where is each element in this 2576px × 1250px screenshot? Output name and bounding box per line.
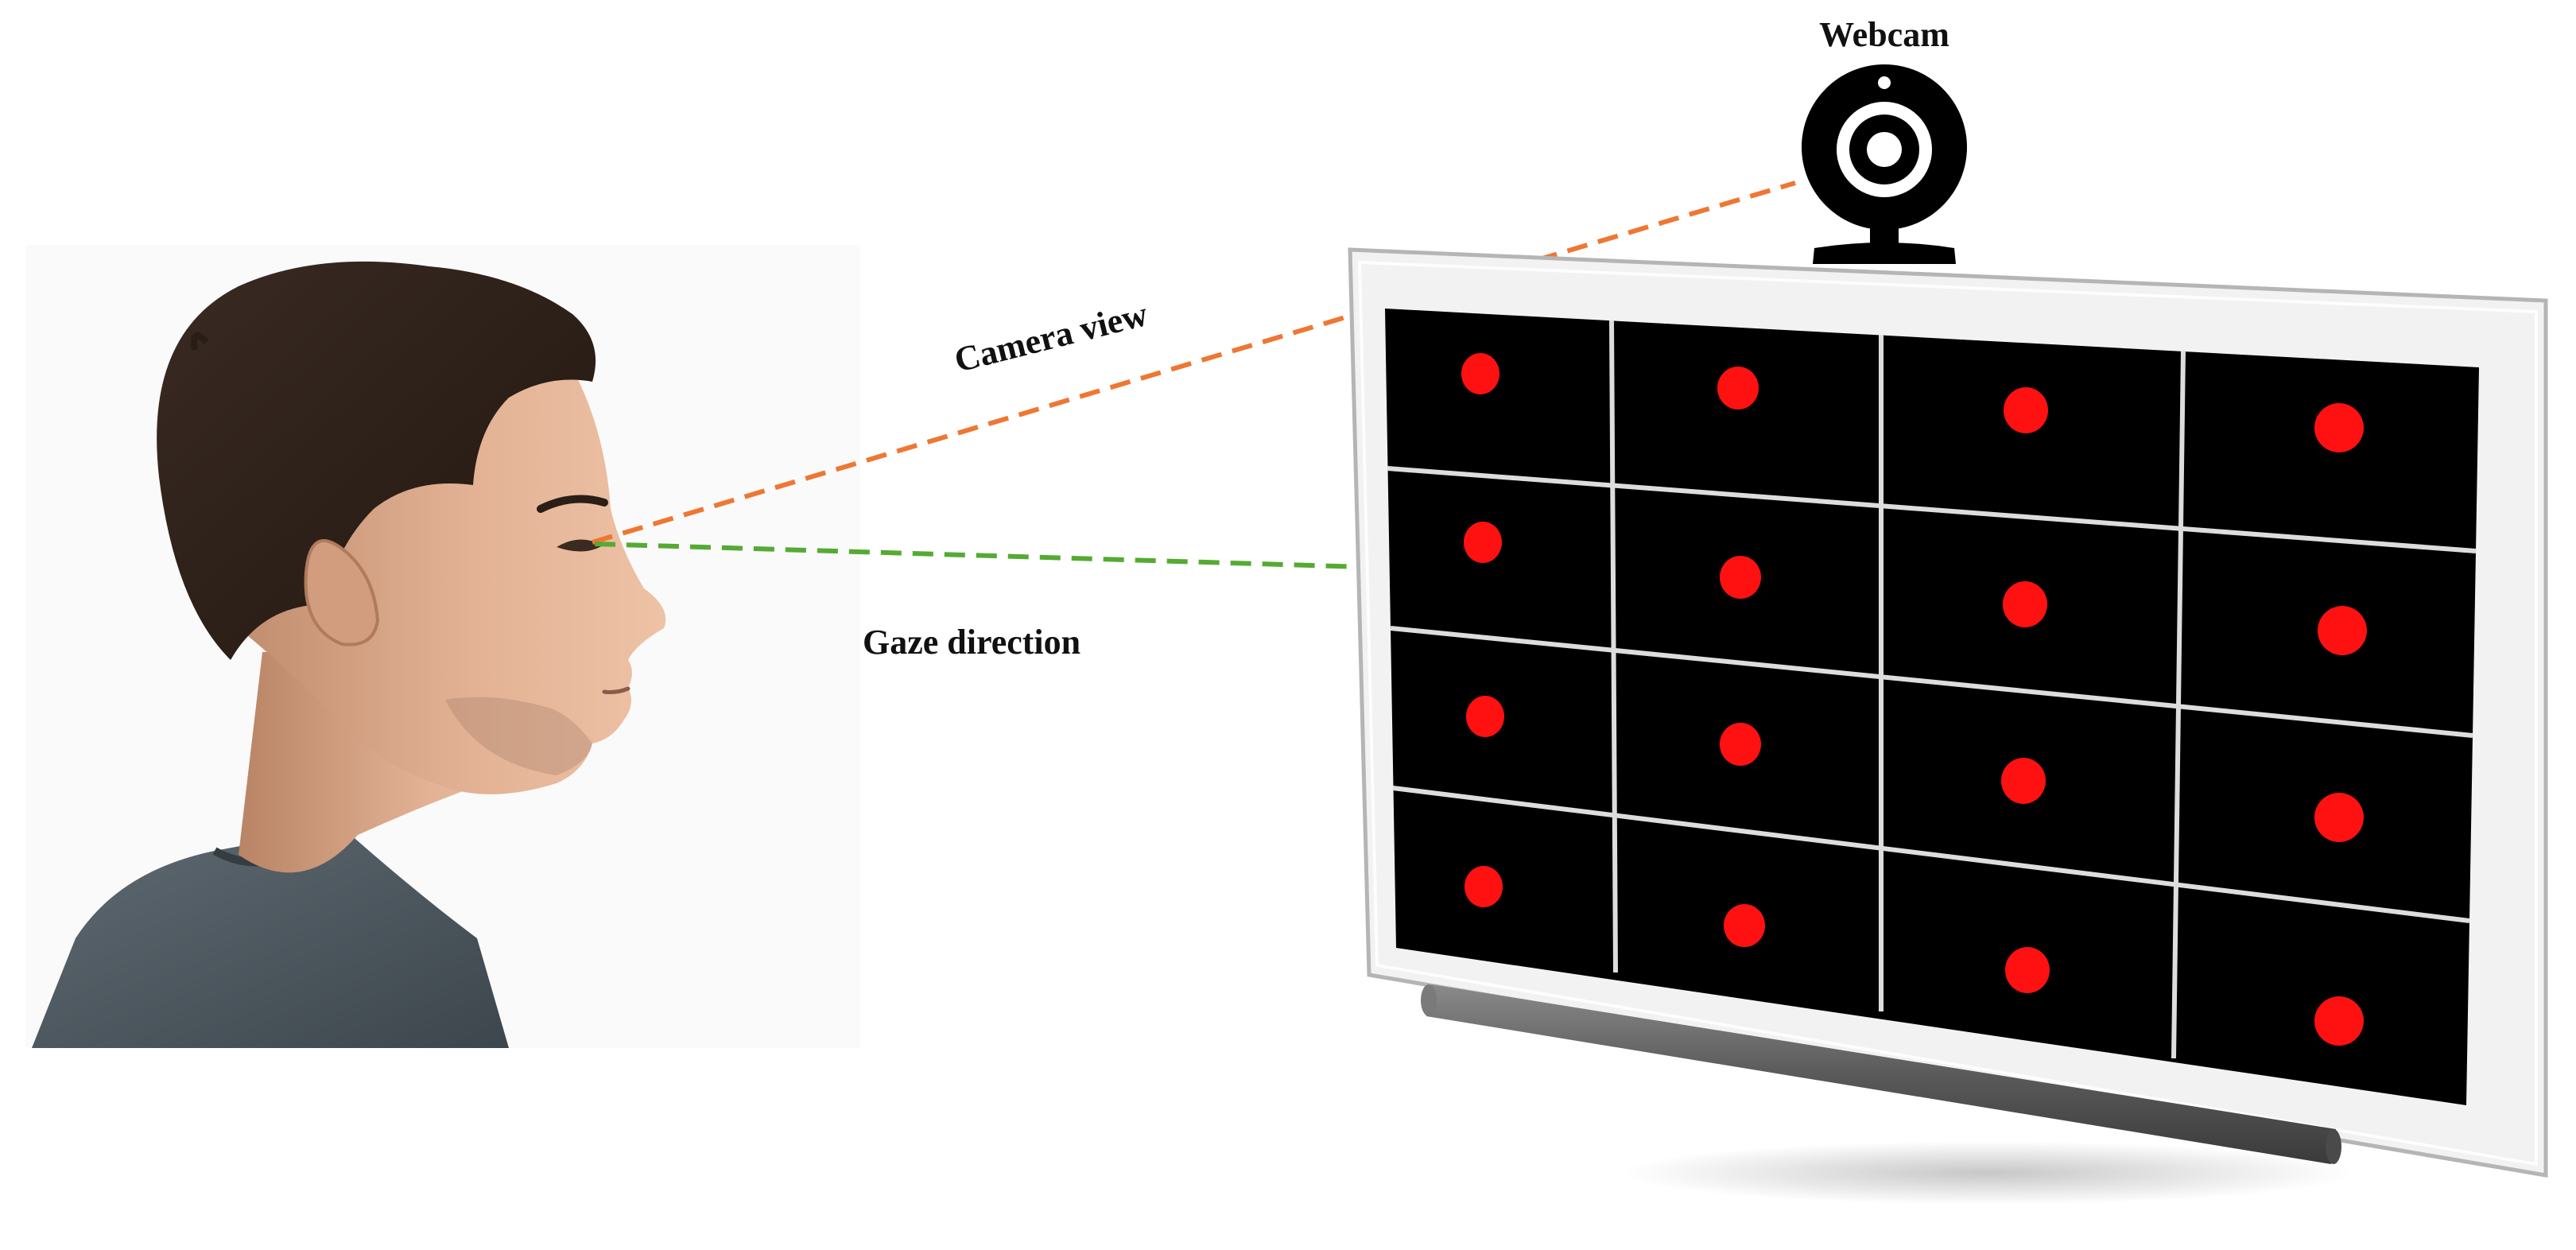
calibration-dot (1720, 556, 1761, 599)
shirt (32, 827, 509, 1048)
calibration-dot (1461, 353, 1499, 394)
webcam-led (1878, 76, 1891, 89)
camera-view-line (592, 181, 1796, 545)
calibration-dot (1466, 696, 1504, 737)
calibration-dot (1724, 904, 1765, 947)
grid-line-h2 (1390, 626, 2473, 738)
person-silhouette (25, 245, 860, 1048)
calibration-dot (2318, 606, 2367, 655)
eyebrow (537, 495, 608, 513)
webcam-lens (1867, 132, 1902, 167)
label-webcam: Webcam (1819, 15, 1949, 54)
calibration-dot (2314, 403, 2364, 452)
calibration-dot (2004, 387, 2048, 433)
grid-line-h1 (1387, 466, 2477, 553)
calibration-dot (2314, 996, 2364, 1046)
eye (557, 539, 603, 552)
monitor-stand-bar (1426, 984, 2336, 1164)
calibration-dot (2001, 758, 2046, 804)
label-camera-view: Camera view (951, 294, 1152, 380)
grid-line-h3 (1392, 786, 2470, 923)
grid-lines (1387, 320, 2477, 1059)
calibration-dot (2314, 793, 2364, 842)
monitor-screen (1385, 309, 2479, 1105)
calibration-dot (1717, 367, 1759, 410)
calibration-dot (1464, 522, 1502, 563)
monitor (1348, 247, 2548, 1205)
ear (304, 539, 380, 646)
calibration-points (1461, 353, 2367, 1046)
calibration-dot (1720, 723, 1761, 766)
calibration-dot (2005, 947, 2050, 993)
grid-line-v1 (1609, 320, 1618, 973)
calibration-dot (1465, 866, 1503, 907)
calibration-dot (2003, 581, 2047, 627)
hair (157, 261, 596, 660)
webcam-base (1813, 243, 1956, 264)
webcam-icon (1802, 64, 1967, 264)
label-gaze-direction: Gaze direction (863, 623, 1080, 662)
